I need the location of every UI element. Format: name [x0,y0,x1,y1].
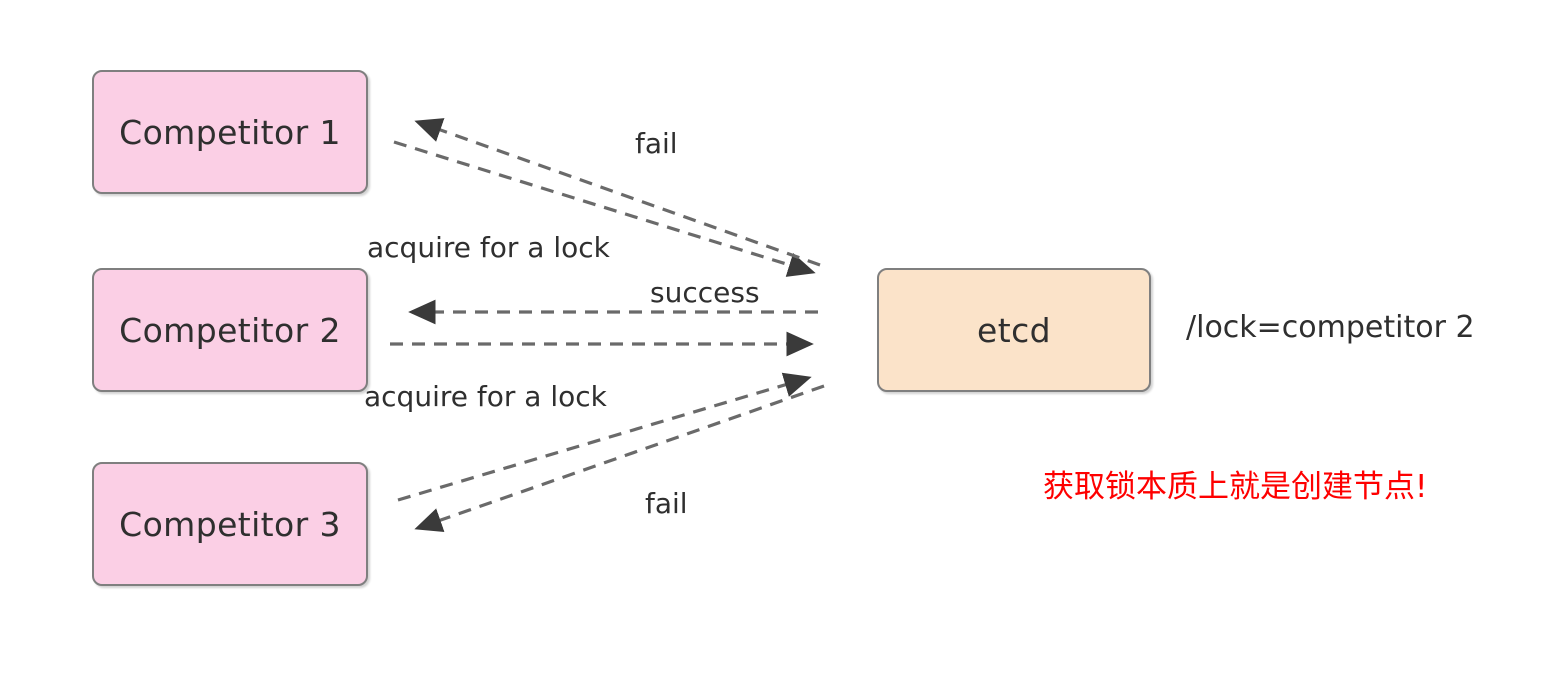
node-competitor-3[interactable]: Competitor 3 [92,462,368,586]
edge-competitor-3-request [397,372,812,502]
edge-label-success: success [650,276,760,309]
edge-label-acquire-top: acquire for a lock [367,231,610,264]
edge-label-acquire-bottom: acquire for a lock [364,380,607,413]
edge-label-fail-top: fail [635,127,678,160]
annotation-lock-key: /lock=competitor 2 [1186,310,1475,345]
node-etcd[interactable]: etcd [877,268,1151,392]
node-etcd-label: etcd [977,310,1051,350]
node-competitor-2[interactable]: Competitor 2 [92,268,368,392]
edge-competitor-1-request [393,140,816,277]
node-competitor-1-label: Competitor 1 [119,112,341,152]
node-competitor-3-label: Competitor 3 [119,504,341,544]
edge-competitor-1-response-fail [414,118,821,267]
edge-label-fail-bottom: fail [645,487,688,520]
node-competitor-1[interactable]: Competitor 1 [92,70,368,194]
edge-competitor-3-response-fail [414,384,825,532]
annotation-note-chinese: 获取锁本质上就是创建节点! [1043,469,1428,505]
node-competitor-2-label: Competitor 2 [119,310,341,350]
